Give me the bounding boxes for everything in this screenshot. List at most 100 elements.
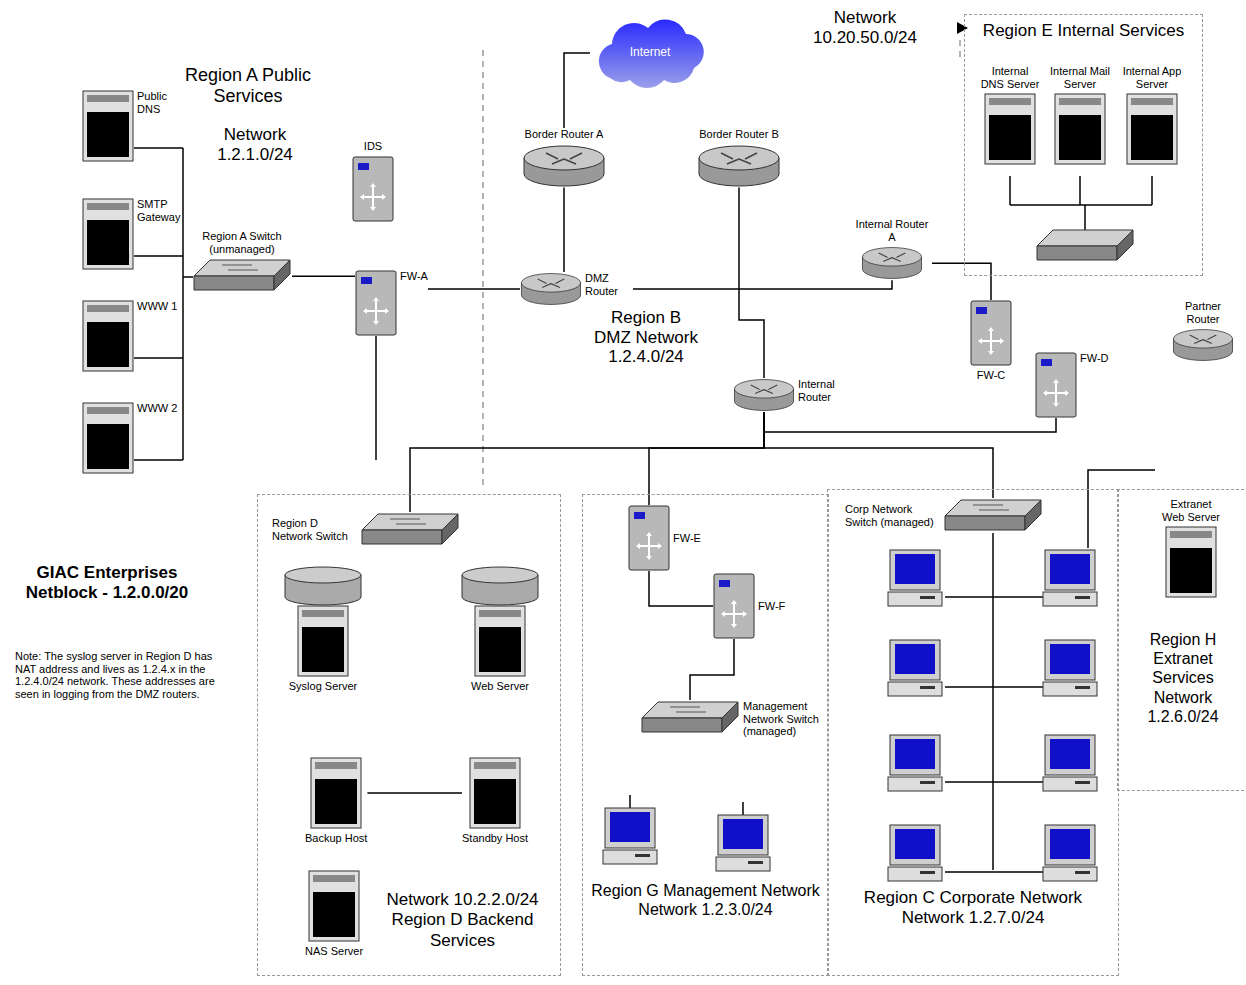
network-region: Region G Management Network Network 1.2.… bbox=[583, 495, 828, 975]
network-label: Network 1.2.1.0/24 bbox=[195, 125, 315, 164]
server-symbol bbox=[1126, 93, 1178, 165]
device-label: Extranet Web Server bbox=[1160, 498, 1222, 523]
server-symbol bbox=[469, 757, 521, 829]
device-label: Management Network Switch (managed) bbox=[743, 700, 823, 738]
network-link bbox=[932, 263, 991, 300]
device-label: Internal Router bbox=[798, 378, 848, 403]
network-link bbox=[764, 412, 1056, 432]
network-link bbox=[428, 288, 520, 290]
netblock-title: GIAC Enterprises Netblock - 1.2.0.0/20 bbox=[12, 563, 202, 602]
network-link bbox=[563, 188, 565, 272]
device-label: Internal Router A bbox=[852, 218, 932, 243]
firewall-symbol bbox=[713, 573, 755, 639]
server-symbol bbox=[1054, 93, 1106, 165]
device-label: Backup Host bbox=[305, 832, 367, 845]
device-label: Internal DNS Server bbox=[980, 65, 1040, 90]
network-device: FW-D bbox=[1035, 352, 1109, 418]
note-text: Note: The syslog server in Region D has … bbox=[15, 650, 230, 701]
region-title: Region C Corporate Network Network 1.2.7… bbox=[838, 888, 1108, 929]
region-title: Network 10.2.2.0/24 Region D Backend Ser… bbox=[370, 890, 555, 951]
switch-symbol bbox=[943, 498, 1043, 534]
network-device: Standby Host bbox=[462, 757, 528, 845]
workstation-symbol bbox=[603, 550, 1097, 881]
network-device: Backup Host bbox=[305, 757, 367, 845]
network-device: Internal Router A bbox=[852, 218, 932, 280]
network-link bbox=[564, 53, 590, 128]
network-link bbox=[367, 792, 462, 794]
device-label: DMZ Router bbox=[585, 272, 633, 297]
network-device: Border Router B bbox=[697, 128, 781, 188]
network-device: Internal Mail Server bbox=[1050, 65, 1110, 165]
network-device: Internal App Server bbox=[1122, 65, 1182, 165]
device-label: IDS bbox=[364, 140, 382, 153]
server-symbol bbox=[82, 198, 134, 270]
network-link bbox=[649, 571, 713, 606]
device-label: Border Router A bbox=[525, 128, 604, 141]
network-label: Region A Public Services bbox=[168, 65, 328, 106]
network-device: IDS bbox=[352, 140, 394, 222]
server-symbol bbox=[82, 300, 134, 372]
device-label: Border Router B bbox=[699, 128, 778, 141]
storage-server-symbol bbox=[283, 565, 363, 677]
region-title: Region E Internal Services bbox=[973, 21, 1194, 41]
network-link bbox=[690, 639, 734, 700]
network-device: Management Network Switch (managed) bbox=[640, 700, 823, 738]
router-symbol bbox=[522, 144, 606, 188]
network-device: Web Server bbox=[460, 565, 540, 693]
network-device: Public DNS bbox=[82, 90, 181, 162]
network-device: Region A Switch (unmanaged) bbox=[192, 230, 292, 294]
network-label: Network 10.20.50.0/24 bbox=[795, 8, 935, 47]
firewall-symbol bbox=[355, 270, 397, 336]
network-device: Extranet Web Server bbox=[1160, 498, 1222, 598]
router-symbol bbox=[697, 144, 781, 188]
router-symbol bbox=[520, 272, 582, 306]
device-label: Syslog Server bbox=[289, 680, 357, 693]
network-device: DMZ Router bbox=[520, 272, 633, 306]
switch-symbol bbox=[640, 700, 740, 736]
network-device: FW-C bbox=[970, 300, 1012, 382]
network-link bbox=[764, 412, 993, 498]
network-region: Network 10.2.2.0/24 Region D Backend Ser… bbox=[258, 495, 560, 975]
firewall-symbol bbox=[970, 300, 1012, 366]
region-boundary bbox=[483, 40, 960, 485]
network-device: Region D Network Switch bbox=[272, 512, 460, 548]
server-symbol bbox=[308, 870, 360, 942]
network-device: FW-A bbox=[355, 270, 428, 336]
device-label: Internal App Server bbox=[1122, 65, 1182, 90]
network-device: Syslog Server bbox=[283, 565, 363, 693]
device-label: Corp Network Switch (managed) bbox=[845, 503, 940, 528]
server-symbol bbox=[310, 757, 362, 829]
network-device: WWW 2 bbox=[82, 402, 177, 474]
network-link bbox=[410, 412, 764, 512]
switch-symbol bbox=[192, 258, 292, 294]
pointer-arrow bbox=[957, 22, 968, 34]
device-label: FW-D bbox=[1080, 352, 1109, 365]
router-symbol bbox=[1172, 328, 1234, 362]
network-region: Region C Corporate Network Network 1.2.7… bbox=[828, 490, 1118, 975]
device-label: SMTP Gateway bbox=[137, 198, 181, 223]
device-label: FW-F bbox=[758, 600, 785, 613]
network-device: SMTP Gateway bbox=[82, 198, 181, 270]
firewall-symbol bbox=[352, 156, 394, 222]
server-symbol bbox=[984, 93, 1036, 165]
network-link bbox=[292, 276, 355, 278]
network-label: Region B DMZ Network 1.2.4.0/24 bbox=[592, 308, 700, 367]
storage-server-symbol bbox=[460, 565, 540, 677]
firewall-symbol bbox=[628, 505, 670, 571]
device-label: WWW 2 bbox=[137, 402, 177, 415]
network-region: Region H Extranet Services Network 1.2.6… bbox=[1118, 490, 1246, 790]
internet-cloud: Internet bbox=[590, 8, 710, 98]
switch-symbol bbox=[1037, 230, 1133, 260]
device-label: Internal Mail Server bbox=[1050, 65, 1110, 90]
server-symbol bbox=[82, 90, 134, 162]
network-device: Internal Router bbox=[733, 378, 848, 412]
network-region: Region E Internal ServicesInternal DNS S… bbox=[965, 15, 1202, 275]
network-device: Partner Router bbox=[1168, 300, 1238, 362]
network-device: FW-F bbox=[713, 573, 785, 639]
device-label: Region D Network Switch bbox=[272, 517, 357, 542]
server-symbol bbox=[82, 402, 134, 474]
device-label: WWW 1 bbox=[137, 300, 177, 313]
firewall-symbol bbox=[1035, 352, 1077, 418]
router-symbol bbox=[733, 378, 795, 412]
